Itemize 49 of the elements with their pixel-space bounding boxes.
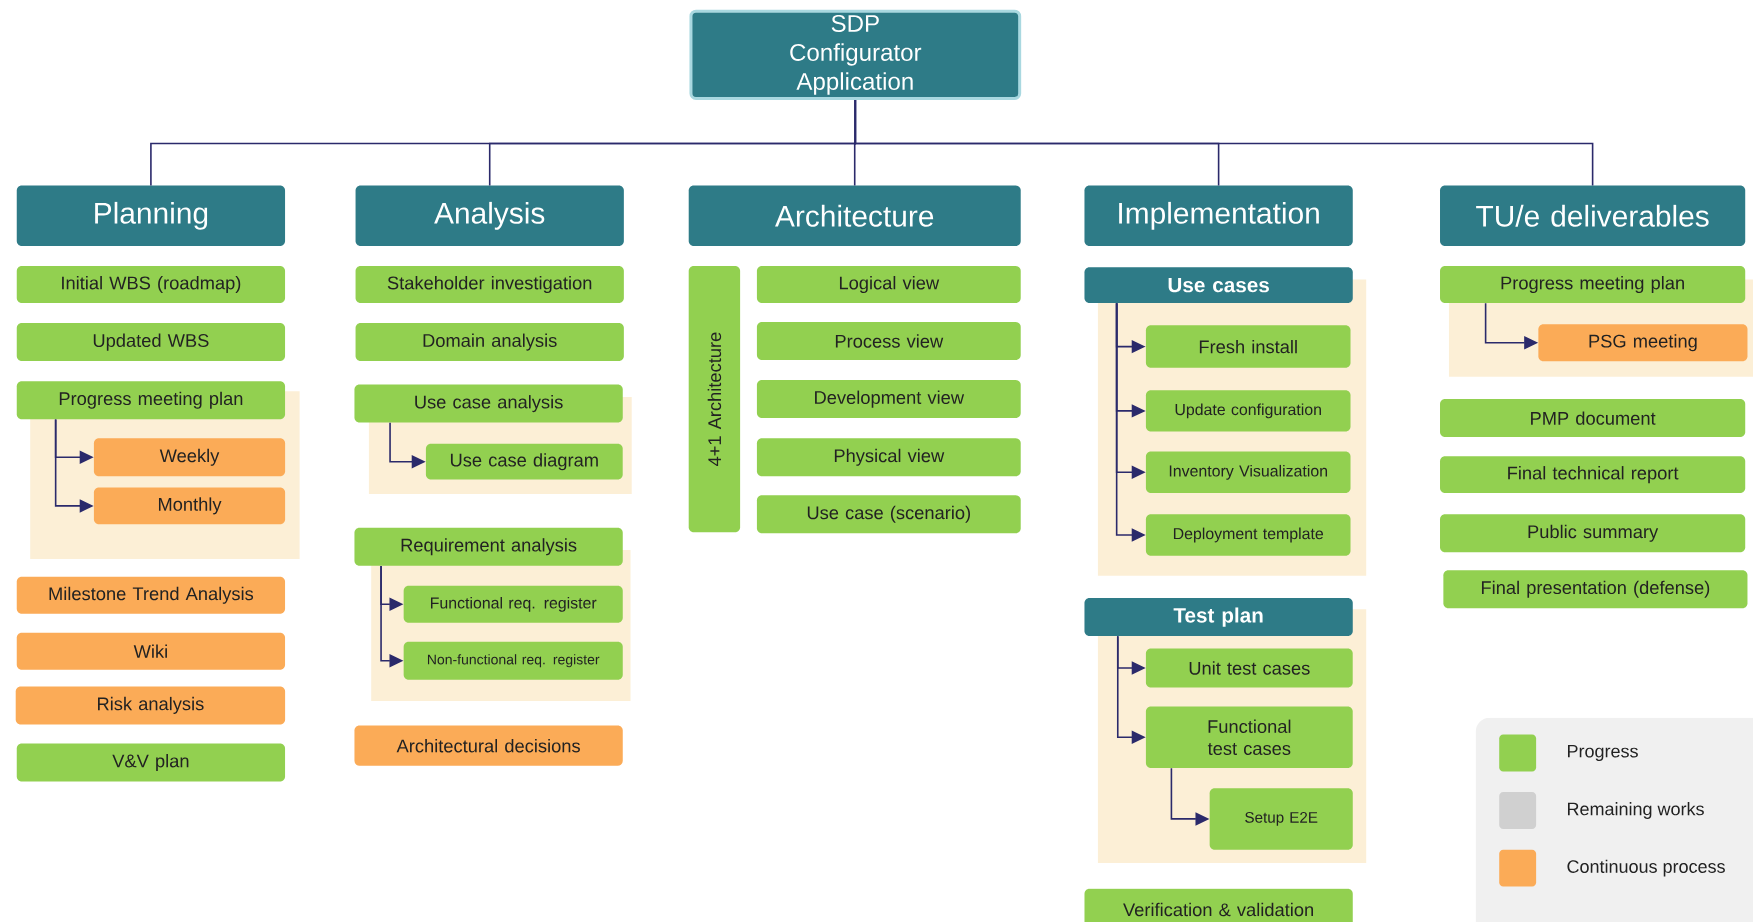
task-box: Physical view xyxy=(756,438,1021,477)
group-header: Use cases xyxy=(1084,267,1353,303)
task-box: Initial WBS (roadmap) xyxy=(16,266,286,303)
legend-label: Remaining works xyxy=(1568,802,1704,819)
category-header: Implementation xyxy=(1084,185,1353,246)
task-box: Logical view xyxy=(756,266,1021,303)
task-box: Update configuration xyxy=(1145,390,1351,432)
task-box: Stakeholder investigation xyxy=(355,266,624,303)
vertical-box: 4+1 Architecture xyxy=(688,266,741,533)
legend-label: Continuous process xyxy=(1567,859,1725,877)
task-box: Deployment template xyxy=(1145,514,1351,556)
task-box: Functional req. register xyxy=(403,585,623,623)
task-box: PMP document xyxy=(1440,399,1746,438)
task-box: Updated WBS xyxy=(16,323,286,362)
task-box: Inventory Visualization xyxy=(1145,451,1351,493)
task-box: Monthly xyxy=(93,487,286,525)
task-box: Setup E2E xyxy=(1209,788,1353,850)
task-box: Wiki xyxy=(16,632,286,670)
connector xyxy=(854,99,1594,187)
task-box: Functional test cases xyxy=(1145,706,1353,769)
task-box: Public summary xyxy=(1440,514,1746,553)
task-box: Progress meeting plan xyxy=(16,381,286,420)
task-box: Unit test cases xyxy=(1145,648,1353,688)
task-box: Non-functional req. register xyxy=(403,641,623,680)
task-box: Process view xyxy=(756,322,1021,360)
task-box: Architectural decisions xyxy=(354,725,623,766)
task-box: Risk analysis xyxy=(15,686,286,725)
task-box: Milestone Trend Analysis xyxy=(16,576,286,614)
task-box: Weekly xyxy=(93,438,286,477)
category-header: Analysis xyxy=(355,185,624,246)
category-header: Planning xyxy=(16,185,286,246)
group-header: Test plan xyxy=(1084,598,1353,637)
task-box: Requirement analysis xyxy=(354,527,623,566)
legend-label: Progress xyxy=(1568,744,1638,762)
task-box: Domain analysis xyxy=(355,323,624,362)
task-box: Final technical report xyxy=(1440,456,1746,494)
task-box: Use case analysis xyxy=(354,384,623,423)
task-box: Final presentation (defense) xyxy=(1443,570,1748,609)
task-box: Progress meeting plan xyxy=(1440,266,1746,303)
category-header: TU/e deliverables xyxy=(1440,185,1746,246)
task-box: Use case diagram xyxy=(425,443,623,480)
task-box: Development view xyxy=(756,380,1021,419)
task-box: Verification & validation xyxy=(1084,888,1353,922)
task-box: Fresh install xyxy=(1145,325,1351,368)
task-box: PSG meeting xyxy=(1538,324,1748,362)
task-box: Use case (scenario) xyxy=(756,495,1021,534)
root-box: SDP Configurator Application xyxy=(689,9,1022,100)
category-header: Architecture xyxy=(688,185,1021,246)
task-box: V&V plan xyxy=(16,743,286,782)
